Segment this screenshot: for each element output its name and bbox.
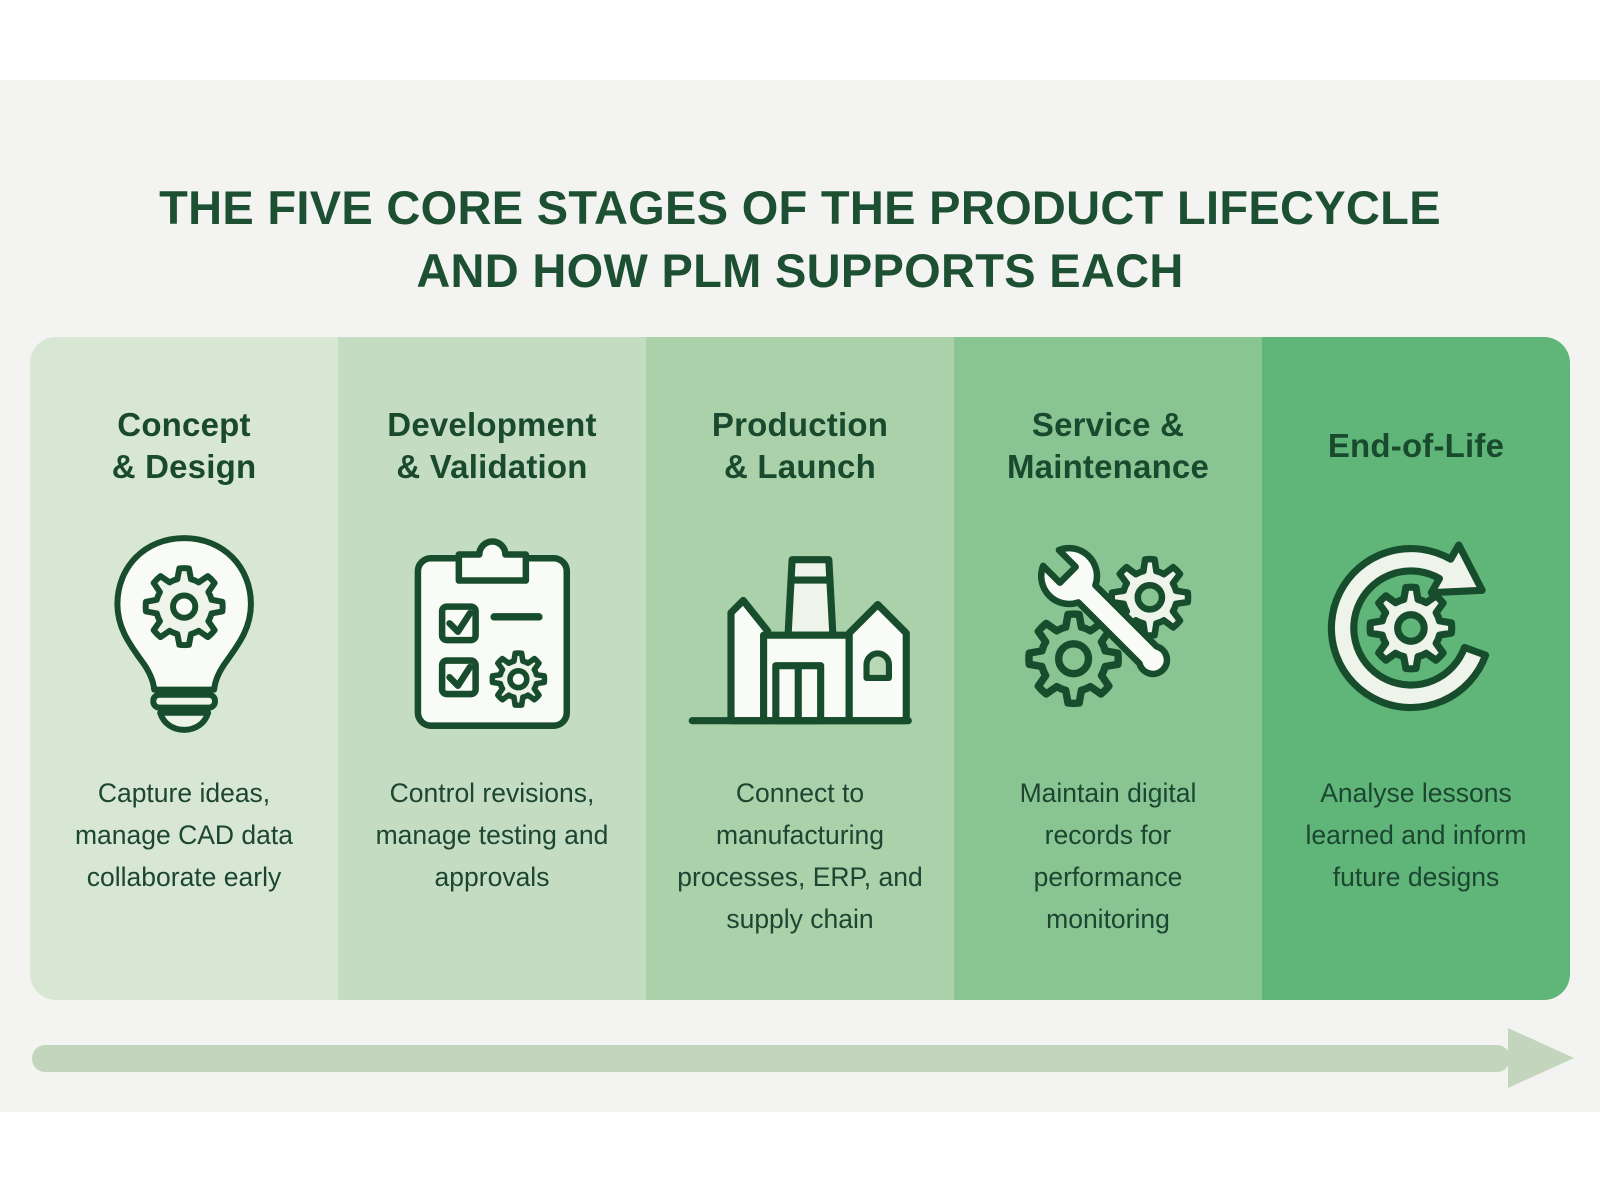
stage-icon-box	[90, 509, 278, 747]
stage-title: Development & Validation	[387, 385, 596, 507]
stage-title-line: Development	[387, 405, 597, 443]
stage-title-line: Maintenance	[1006, 448, 1210, 485]
lightbulb-gear-icon	[114, 535, 254, 733]
stage-description: Capture ideas, manage CAD data collabora…	[74, 778, 294, 892]
stage-icon-box	[1309, 509, 1523, 747]
flow-arrow	[32, 1028, 1574, 1088]
stage-panel-production-launch: Production & Launch Connect to manufactu…	[646, 337, 954, 1000]
circular-arrow-gear-icon	[1327, 541, 1490, 712]
stage-title-line: & Launch	[724, 448, 876, 485]
wrench-gears-icon	[1025, 545, 1192, 708]
stage-title-line: Service &	[1031, 405, 1185, 443]
stage-icon-box	[390, 509, 595, 747]
stage-title: Concept & Design	[112, 385, 257, 507]
stage-title-line: Concept	[117, 405, 251, 443]
stage-panel-development-validation: Development & Validation Control revisio…	[338, 337, 646, 1000]
stage-title: End-of-Life	[1328, 385, 1504, 507]
stage-title-line: & Validation	[396, 448, 588, 485]
factory-icon	[688, 556, 912, 725]
page-title-line2: AND HOW PLM SUPPORTS EACH	[416, 244, 1184, 298]
stage-description: Maintain digital records for performance…	[1019, 778, 1197, 934]
stage-icon-box	[1001, 509, 1215, 747]
stage-icon-box	[678, 509, 923, 747]
stage-panel-concept-design: Concept & Design Capture ideas, manage C…	[30, 337, 338, 1000]
stage-title-line: End-of-Life	[1327, 426, 1505, 464]
page-title: THE FIVE CORE STAGES OF THE PRODUCT LIFE…	[0, 177, 1600, 303]
stage-description: Analyse lessons learned and inform futur…	[1305, 778, 1527, 892]
stage-title: Production & Launch	[712, 385, 888, 507]
stage-title-line: & Design	[111, 448, 257, 485]
stage-title: Service & Maintenance	[1007, 385, 1209, 507]
stage-title-line: Production	[711, 405, 889, 443]
clipboard-checklist-gear-icon	[414, 538, 570, 729]
stage-panel-service-maintenance: Service & Maintenance Maintain digital r…	[954, 337, 1262, 1000]
page-title-line1: THE FIVE CORE STAGES OF THE PRODUCT LIFE…	[159, 181, 1441, 235]
stage-panel-end-of-life: End-of-Life Analyse lessons learned and …	[1262, 337, 1570, 1000]
stage-description: Control revisions, manage testing and ap…	[375, 778, 609, 892]
stage-description: Connect to manufacturing processes, ERP,…	[677, 778, 923, 934]
stages-row: Concept & Design Capture ideas, manage C…	[30, 337, 1570, 1000]
